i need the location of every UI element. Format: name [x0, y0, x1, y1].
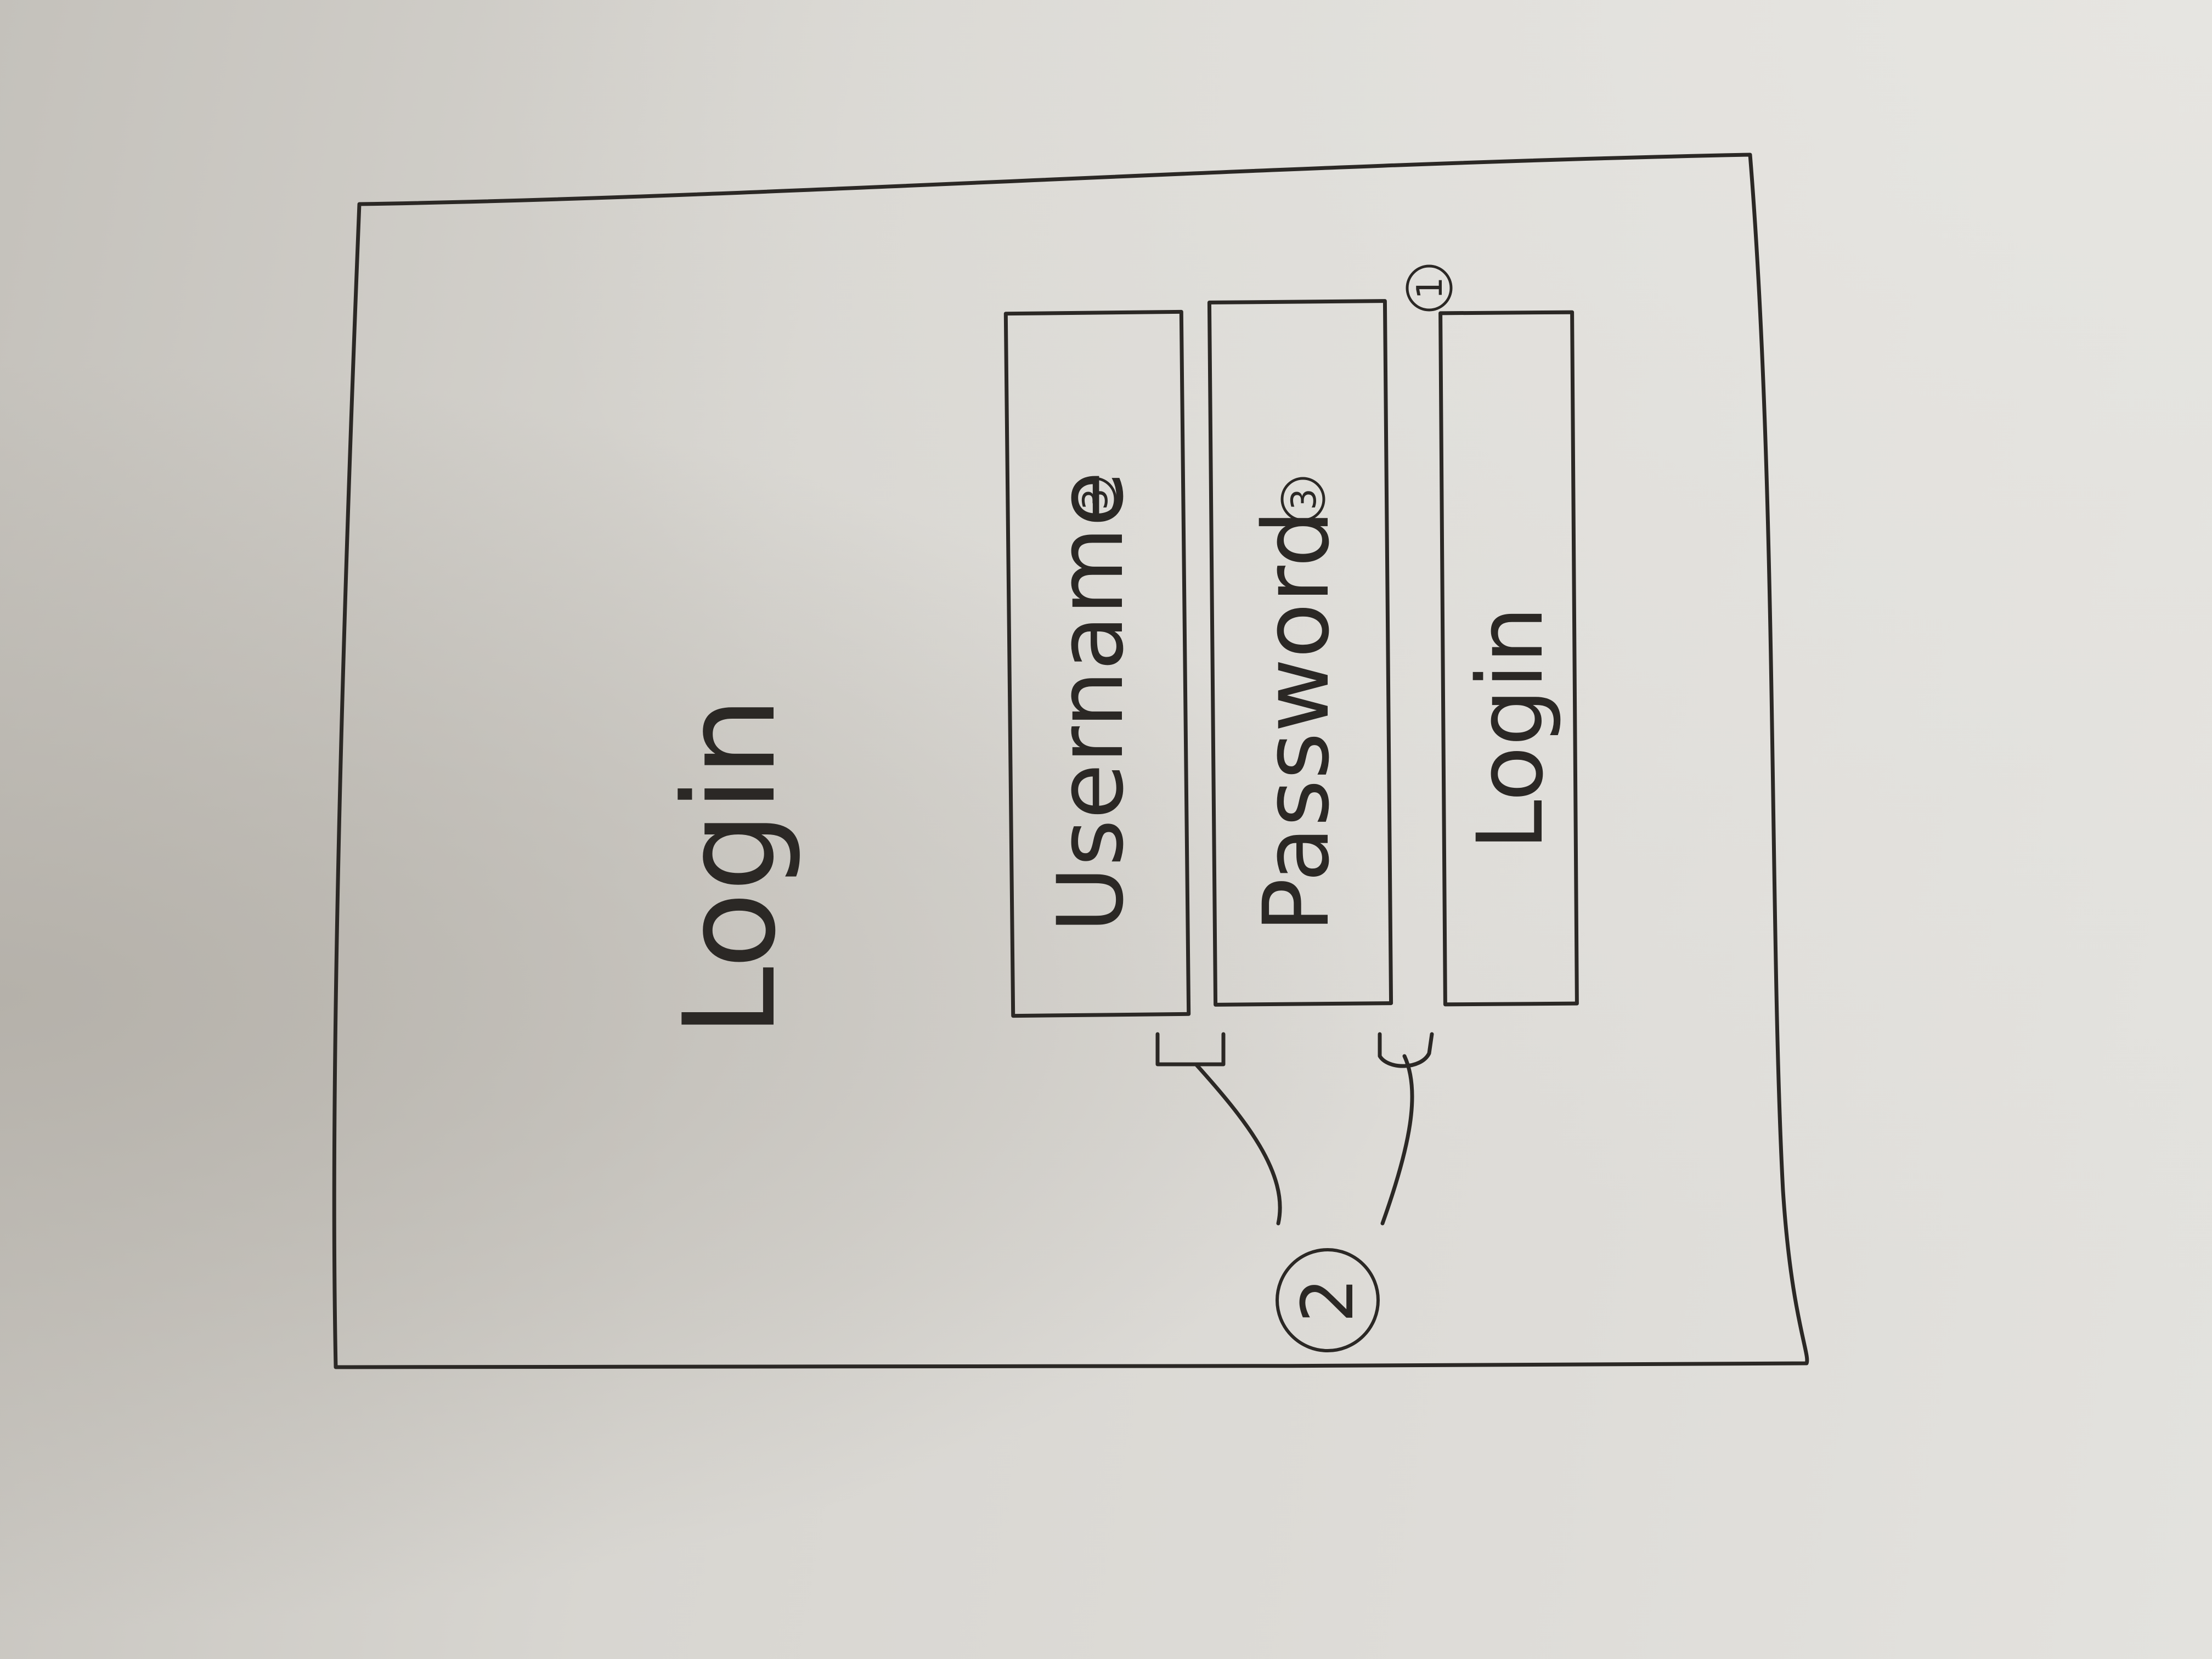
login-button-marker-badge: 1: [1406, 264, 1453, 312]
password-field[interactable]: Password 3: [1207, 299, 1393, 1007]
password-marker: 3: [1284, 488, 1324, 510]
fields-callout-marker: 2: [1286, 1278, 1369, 1323]
wireframe-frame: [332, 153, 1809, 1369]
username-marker: 3: [1075, 488, 1115, 510]
page-title: Login: [657, 697, 804, 1037]
username-marker-badge: 3: [1072, 477, 1117, 522]
login-button[interactable]: Login: [1438, 310, 1579, 1007]
password-field-label: Password: [1244, 510, 1349, 933]
password-marker-badge: 3: [1280, 477, 1325, 522]
login-button-label: Login: [1458, 606, 1563, 850]
username-field[interactable]: Username 3: [1003, 309, 1191, 1018]
fields-callout-marker-badge: 2: [1276, 1248, 1380, 1352]
username-field-label: Username: [1038, 471, 1143, 933]
fields-callout: [1155, 1032, 1434, 1226]
login-button-marker: 1: [1410, 277, 1451, 300]
rotated-wireframe: Login Username 3 Password 3 Login: [657, 264, 1579, 1352]
